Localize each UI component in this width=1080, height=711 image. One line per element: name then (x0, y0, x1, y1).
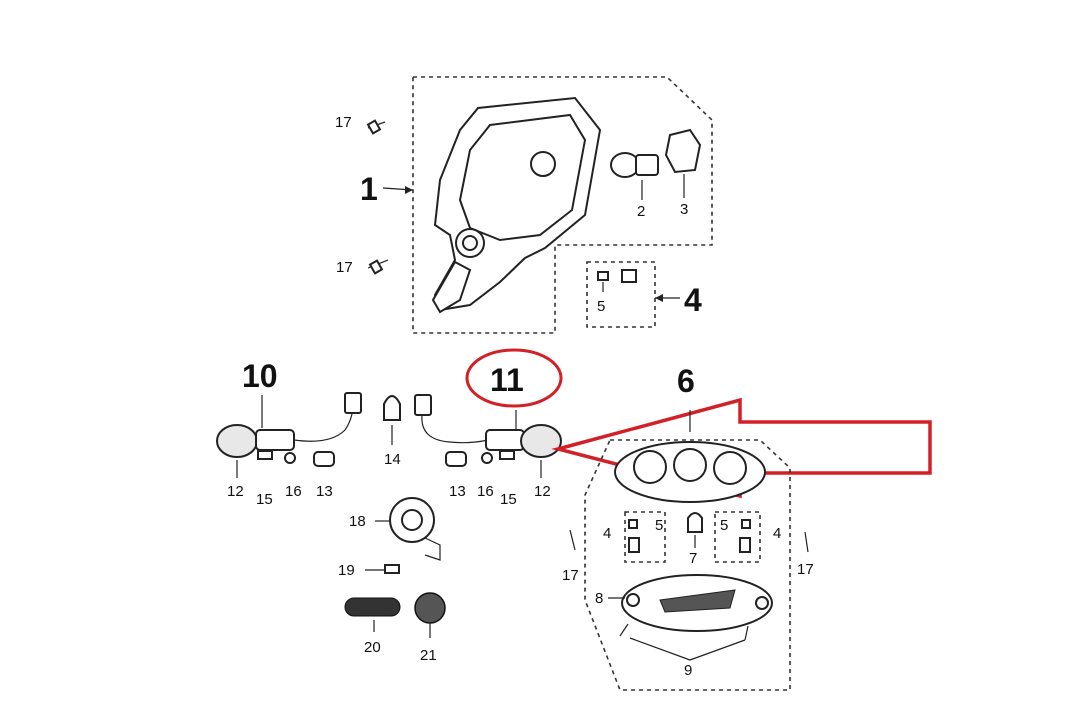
label-4-right: 4 (773, 525, 781, 542)
turn-signal-right-lens (520, 424, 562, 458)
tail-light-group: 6 4 5 7 5 4 8 9 17 17 (562, 363, 814, 691)
label-16-left: 16 (285, 483, 302, 500)
label-21: 21 (420, 647, 437, 664)
label-15-left: 15 (256, 491, 273, 508)
bulb-2 (610, 152, 659, 200)
socket-3 (664, 128, 702, 198)
screw-17-mid: 17 (336, 259, 389, 276)
label-4-group: 4 (684, 282, 702, 318)
label-16-right: 16 (477, 483, 494, 500)
label-4-left: 4 (603, 525, 611, 542)
label-19: 19 (338, 562, 355, 579)
turn-signal-right: 11 13 16 15 12 (414, 348, 563, 508)
bulb-group-4-outline (586, 261, 656, 328)
part-21: 21 (414, 592, 446, 664)
label-20: 20 (364, 639, 381, 656)
label-6: 6 (677, 363, 695, 399)
highlight-circle-11 (465, 348, 563, 408)
label-5-left: 5 (655, 517, 663, 534)
label-5-right: 5 (720, 517, 728, 534)
bulb-group-4: 5 4 (586, 261, 702, 328)
label-17-right-low: 17 (797, 561, 814, 578)
part-20: 20 (344, 597, 401, 656)
label-9: 9 (684, 662, 692, 679)
headlight-bracket (431, 260, 472, 314)
headlight-group: 2 3 1 (360, 76, 713, 334)
tail-light-group-outline (584, 439, 791, 691)
label-10: 10 (242, 358, 278, 394)
label-2: 2 (637, 203, 645, 220)
label-17-mid: 17 (336, 259, 353, 276)
headlight-reflector (530, 151, 556, 177)
label-1: 1 (360, 171, 378, 207)
turn-signal-left: 10 12 15 16 13 (216, 358, 362, 508)
label-12-left: 12 (227, 483, 244, 500)
screw-19: 19 (338, 562, 400, 579)
label-17-top: 17 (335, 114, 352, 131)
headlight-lens (458, 113, 587, 242)
headlight-socket-inner (462, 235, 478, 251)
label-3: 3 (680, 201, 688, 218)
label-13-right: 13 (449, 483, 466, 500)
label-8: 8 (595, 590, 603, 607)
bulb-14: 14 (383, 395, 401, 468)
headlight-group-outline (412, 76, 713, 334)
label-11: 11 (490, 362, 524, 398)
label-13-left: 13 (316, 483, 333, 500)
label-14: 14 (384, 451, 401, 468)
label-12-right: 12 (534, 483, 551, 500)
horn-18: 18 (349, 497, 441, 561)
screw-17-top: 17 (335, 114, 386, 135)
label-7: 7 (689, 550, 697, 567)
label-5-top: 5 (597, 298, 605, 315)
label-17-left-low: 17 (562, 567, 579, 584)
turn-signal-left-lens (216, 424, 258, 458)
label-15-right: 15 (500, 491, 517, 508)
label-18: 18 (349, 513, 366, 530)
